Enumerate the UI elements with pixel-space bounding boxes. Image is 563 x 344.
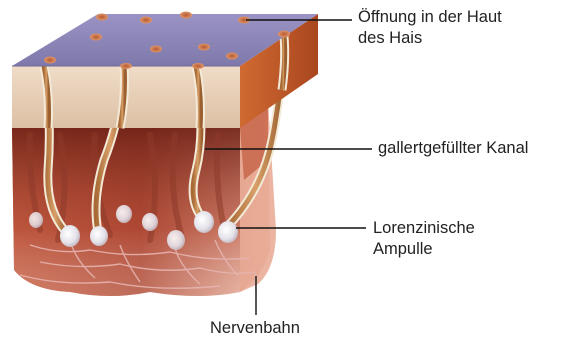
label-skin-opening: Öffnung in der Haut des Hais xyxy=(358,7,502,49)
label-skin-opening-line-2: des Hais xyxy=(358,28,502,49)
label-ampulla-line-1: Lorenzinische xyxy=(373,218,475,239)
label-skin-opening-line-1: Öffnung in der Haut xyxy=(358,7,502,28)
label-ampulla-line-2: Ampulle xyxy=(373,239,475,260)
label-canal-line-1: gallertgefüllter Kanal xyxy=(378,138,528,159)
label-nerve: Nervenbahn xyxy=(210,318,300,339)
label-ampulla: Lorenzinische Ampulle xyxy=(373,218,475,260)
label-nerve-line-1: Nervenbahn xyxy=(210,318,300,339)
label-canal: gallertgefüllter Kanal xyxy=(378,138,528,159)
